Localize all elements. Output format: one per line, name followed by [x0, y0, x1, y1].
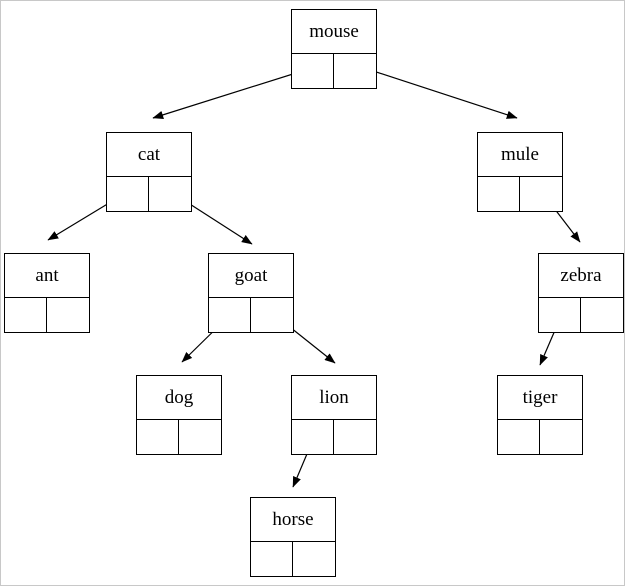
right-pointer-cell-tiger[interactable] — [540, 420, 582, 454]
right-pointer-cell-dog[interactable] — [179, 420, 221, 454]
node-label-goat: goat — [209, 254, 293, 298]
node-pointers-dog — [137, 420, 221, 454]
tree-node-dog[interactable]: dog — [136, 375, 222, 455]
edge-arrow-mouse-to-mule — [354, 64, 518, 119]
right-pointer-cell-ant[interactable] — [47, 298, 89, 332]
left-pointer-cell-ant[interactable] — [5, 298, 47, 332]
left-pointer-cell-zebra[interactable] — [539, 298, 581, 332]
node-pointers-lion — [292, 420, 376, 454]
node-label-lion: lion — [292, 376, 376, 420]
node-label-mouse: mouse — [292, 10, 376, 54]
tree-node-goat[interactable]: goat — [208, 253, 294, 333]
node-label-zebra: zebra — [539, 254, 623, 298]
node-label-horse: horse — [251, 498, 335, 542]
node-label-dog: dog — [137, 376, 221, 420]
node-pointers-cat — [107, 177, 191, 211]
left-pointer-cell-dog[interactable] — [137, 420, 179, 454]
left-pointer-cell-lion[interactable] — [292, 420, 334, 454]
left-pointer-cell-tiger[interactable] — [498, 420, 540, 454]
node-label-cat: cat — [107, 133, 191, 177]
right-pointer-cell-lion[interactable] — [334, 420, 376, 454]
node-pointers-mouse — [292, 54, 376, 88]
left-pointer-cell-goat[interactable] — [209, 298, 251, 332]
tree-node-zebra[interactable]: zebra — [538, 253, 624, 333]
right-pointer-cell-cat[interactable] — [149, 177, 191, 211]
tree-node-lion[interactable]: lion — [291, 375, 377, 455]
right-pointer-cell-mouse[interactable] — [334, 54, 376, 88]
node-label-tiger: tiger — [498, 376, 582, 420]
node-pointers-horse — [251, 542, 335, 576]
node-label-ant: ant — [5, 254, 89, 298]
right-pointer-cell-mule[interactable] — [520, 177, 562, 211]
tree-node-horse[interactable]: horse — [250, 497, 336, 577]
node-pointers-ant — [5, 298, 89, 332]
left-pointer-cell-mule[interactable] — [478, 177, 520, 211]
left-pointer-cell-mouse[interactable] — [292, 54, 334, 88]
node-label-mule: mule — [478, 133, 562, 177]
right-pointer-cell-goat[interactable] — [251, 298, 293, 332]
tree-node-tiger[interactable]: tiger — [497, 375, 583, 455]
tree-node-mouse[interactable]: mouse — [291, 9, 377, 89]
node-pointers-zebra — [539, 298, 623, 332]
left-pointer-cell-cat[interactable] — [107, 177, 149, 211]
tree-node-cat[interactable]: cat — [106, 132, 192, 212]
node-pointers-mule — [478, 177, 562, 211]
left-pointer-cell-horse[interactable] — [251, 542, 293, 576]
edge-arrow-mouse-to-cat — [152, 67, 313, 119]
right-pointer-cell-zebra[interactable] — [581, 298, 623, 332]
tree-node-ant[interactable]: ant — [4, 253, 90, 333]
node-pointers-tiger — [498, 420, 582, 454]
node-pointers-goat — [209, 298, 293, 332]
tree-node-mule[interactable]: mule — [477, 132, 563, 212]
right-pointer-cell-horse[interactable] — [293, 542, 335, 576]
